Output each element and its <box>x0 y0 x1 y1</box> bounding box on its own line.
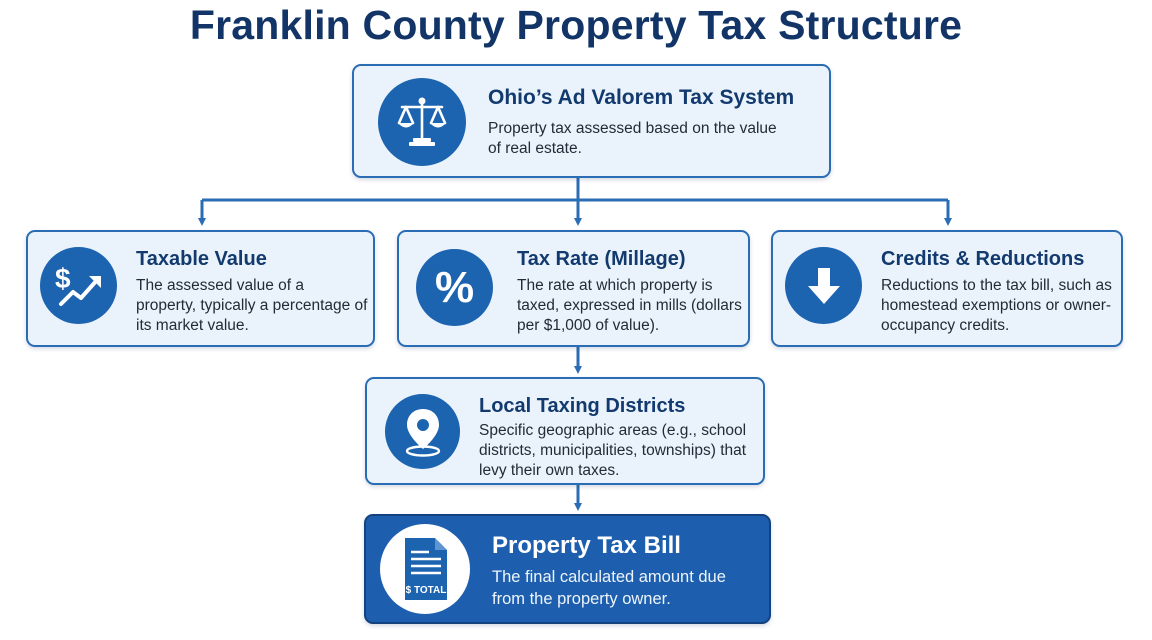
node-title: Property Tax Bill <box>492 532 681 559</box>
node-ad-valorem-system: Ohio’s Ad Valorem Tax System Property ta… <box>352 64 831 178</box>
node-tax-rate: % Tax Rate (Millage) The rate at which p… <box>397 230 750 347</box>
percent-icon: % <box>416 249 493 326</box>
node-credits-reductions: Credits & Reductions Reductions to the t… <box>771 230 1123 347</box>
scales-of-justice-icon <box>378 78 466 166</box>
node-description: The final calculated amount due from the… <box>492 568 726 608</box>
node-property-tax-bill: $ TOTAL Property Tax Bill The final calc… <box>364 514 771 624</box>
node-local-taxing-districts: Local Taxing Districts Specific geograph… <box>365 377 765 485</box>
node-title: Ohio’s Ad Valorem Tax System <box>488 86 795 109</box>
tax-bill-document-icon: $ TOTAL <box>380 524 470 614</box>
node-description: Property tax assessed based on the value… <box>488 120 777 157</box>
node-description: The assessed value of a property, typica… <box>136 277 368 334</box>
page-title: Franklin County Property Tax Structure <box>189 2 963 48</box>
node-title: Tax Rate (Millage) <box>517 248 686 270</box>
node-description: The rate at which property is taxed, exp… <box>517 277 742 334</box>
arrow-down-icon <box>785 247 862 324</box>
node-title: Local Taxing Districts <box>479 395 686 417</box>
node-title: Taxable Value <box>136 248 267 270</box>
node-title: Credits & Reductions <box>881 248 1085 270</box>
svg-text:$: $ <box>55 263 71 294</box>
node-description: Reductions to the tax bill, such as home… <box>881 277 1112 334</box>
dollar-growth-icon: $ <box>40 247 117 324</box>
node-taxable-value: $ Taxable Value The assessed value of a … <box>26 230 375 347</box>
node-description: Specific geographic areas (e.g., school … <box>479 422 747 479</box>
location-pin-icon <box>385 394 460 469</box>
bill-total-label: $ TOTAL <box>406 585 447 596</box>
